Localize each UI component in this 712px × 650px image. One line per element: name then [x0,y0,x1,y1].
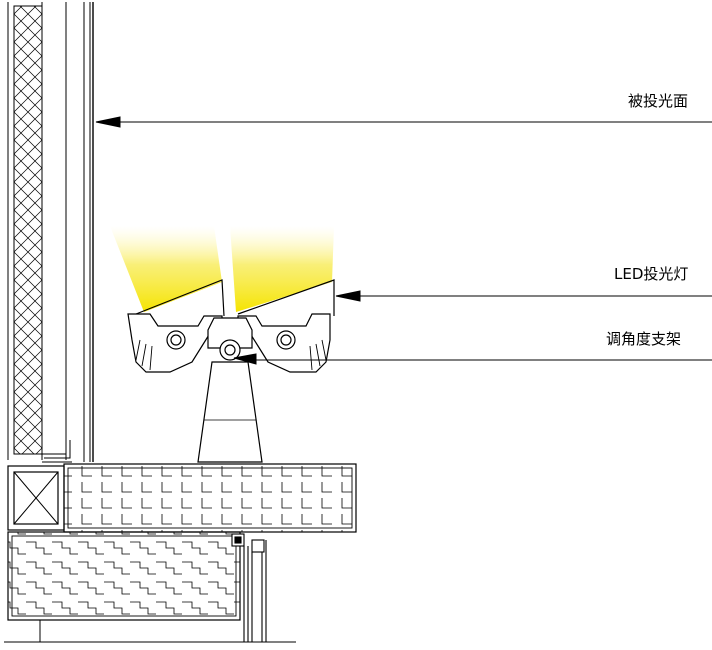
bracket-pivot-inner [224,344,236,356]
label-angle-bracket: 调角度支架 [606,330,682,348]
label-led-floodlight: LED投光灯 [614,265,689,283]
light-beam-left [110,226,222,312]
lamp-fins-left [135,339,153,371]
led-floodlight-left [127,279,225,373]
frame-profile [231,533,267,642]
slab-section [4,463,357,643]
lamp-fins-right [309,339,327,371]
arrow-surface [95,116,121,128]
frame-hook [251,539,265,553]
lamp-lens-right [237,279,335,316]
arrow-led [335,290,361,302]
slab-beam-inner [67,467,353,529]
wall-insulation-hatch [13,5,43,455]
wall [7,2,94,463]
lower-block [7,531,241,621]
edge-box-cross [13,471,59,525]
light-beams [110,226,334,312]
arrow-bracket [233,353,257,365]
leader-lines [95,116,712,365]
bracket-stem [197,361,263,463]
slab-beam [63,463,357,533]
lamp-pivot-right-inner [280,334,292,346]
frame-clip-inner [234,536,242,544]
label-illuminated-surface: 被投光面 [628,92,689,110]
angle-bracket [197,317,263,463]
lower-block-inner [11,535,237,617]
light-beam-right [230,226,334,312]
bracket-arm [207,317,253,349]
lamp-pivot-left-inner [170,334,182,346]
wall-base-bracket [42,440,72,463]
lamp-lens-left [135,279,225,317]
